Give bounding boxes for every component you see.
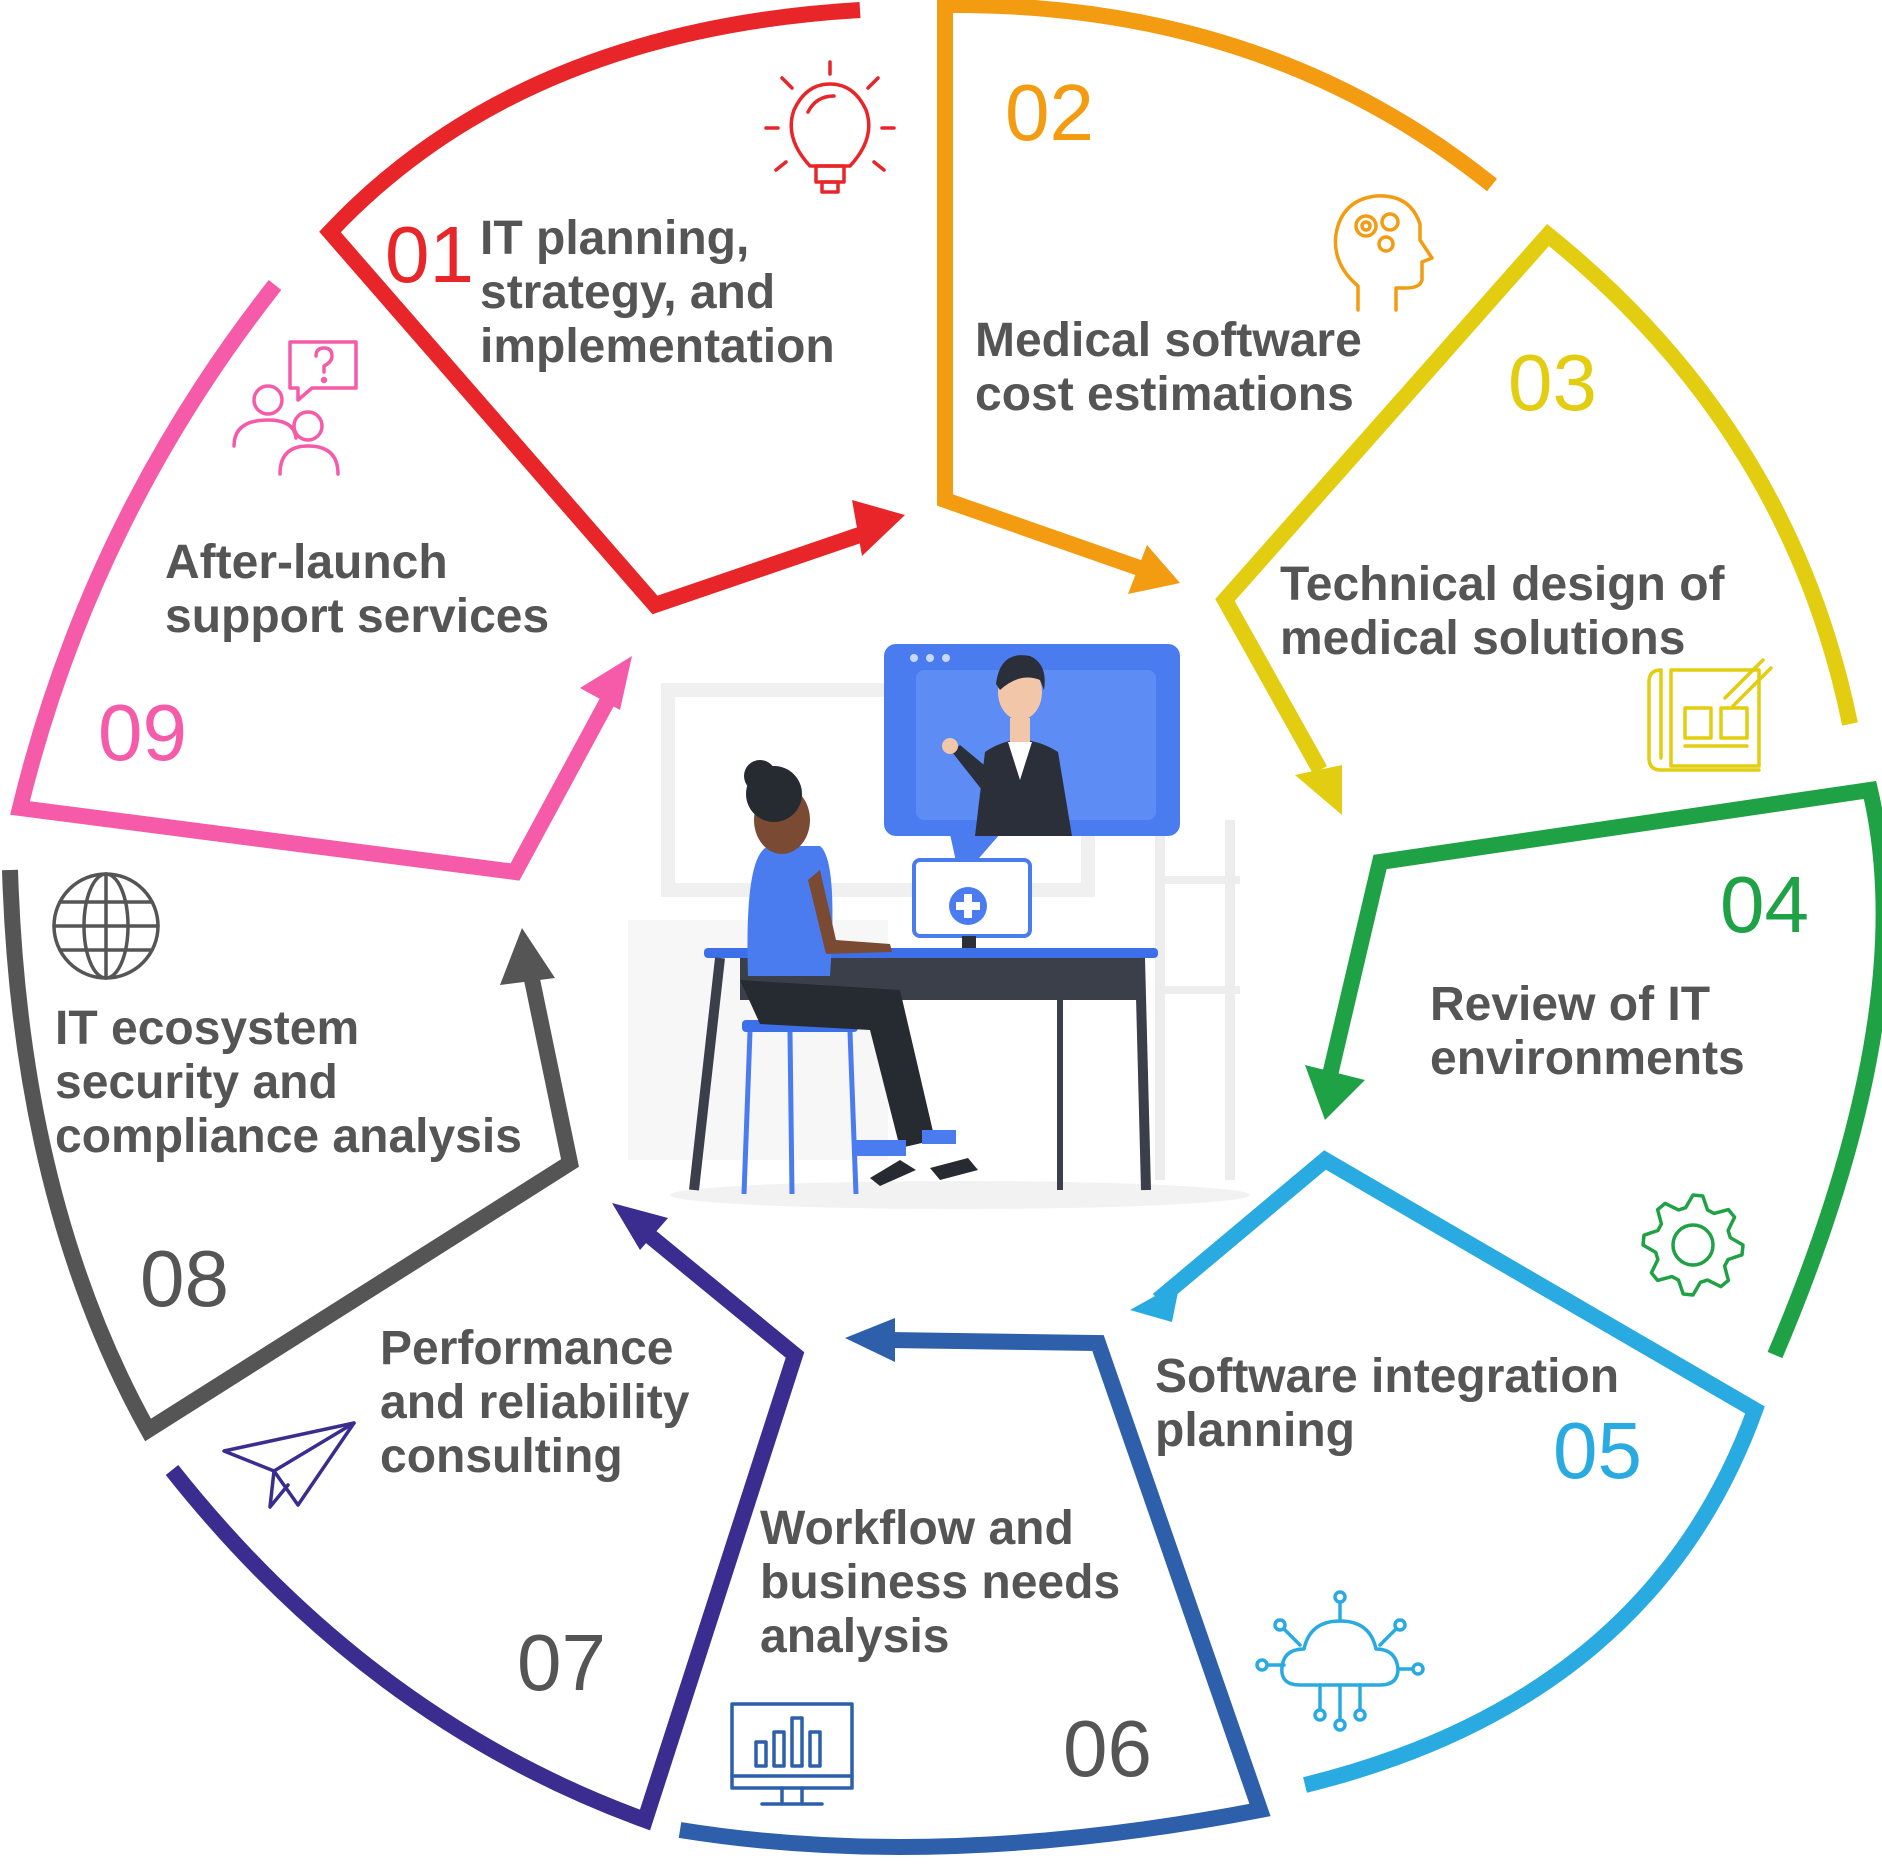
step-06-line-1: Workflow and xyxy=(760,1502,1074,1555)
step-02-label: Medical software cost estimations xyxy=(975,314,1375,421)
step-01-label: IT planning, strategy, and implementatio… xyxy=(480,212,835,373)
segment-05-arrow xyxy=(1152,1150,1765,1793)
step-04-label: Review of IT environments xyxy=(1430,978,1745,1085)
segment-08-arrow xyxy=(2,869,579,1442)
segment-02-arrowhead xyxy=(1128,545,1180,594)
step-02-line-2: cost estimations xyxy=(975,368,1354,421)
step-06-line-3: analysis xyxy=(760,1610,949,1663)
step-01-line-2: strategy, and xyxy=(480,266,775,319)
step-02-number: 02 xyxy=(1005,68,1094,157)
step-08-line-2: security and xyxy=(55,1056,338,1109)
paper-plane-icon xyxy=(222,1421,356,1509)
segment-05-arrowhead xyxy=(1130,1282,1180,1322)
step-numbers: 01 02 03 04 05 06 07 08 09 xyxy=(98,68,1809,1793)
step-03-line-1: Technical design of xyxy=(1280,558,1726,611)
step-09-number: 09 xyxy=(98,688,187,777)
step-08-number: 08 xyxy=(140,1234,229,1323)
step-01-line-1: IT planning, xyxy=(480,212,749,265)
step-05-label: Software integration planning xyxy=(1155,1350,1632,1457)
step-03-line-2: medical solutions xyxy=(1280,612,1685,665)
segment-04-arrow xyxy=(1322,781,1882,1359)
segment-08-arrowhead xyxy=(500,928,555,985)
segment-03-arrowhead xyxy=(1295,765,1342,815)
step-07-number: 07 xyxy=(517,1618,606,1707)
people-question-icon xyxy=(232,340,358,476)
segment-02-arrow xyxy=(937,0,1498,578)
step-03-label: Technical design of medical solutions xyxy=(1280,558,1738,665)
step-09-line-1: After-launch xyxy=(165,536,448,589)
segment-09-arrow xyxy=(10,280,616,881)
monitor-chart-icon xyxy=(730,1702,854,1806)
cloud-network-icon xyxy=(1255,1590,1425,1732)
lightbulb-icon xyxy=(764,60,896,194)
step-01-number: 01 xyxy=(385,210,474,299)
blueprint-icon xyxy=(1647,658,1773,772)
step-07-label: Performance and reliability consulting xyxy=(380,1322,703,1483)
step-09-label: After-launch support services xyxy=(165,536,549,643)
step-05-line-1: Software integration xyxy=(1155,1350,1619,1403)
segment-07-arrow xyxy=(165,1225,805,1831)
segment-06-arrowhead xyxy=(845,1318,895,1362)
step-07-line-1: Performance xyxy=(380,1322,673,1375)
segment-03-arrow xyxy=(1215,223,1858,774)
step-02-line-1: Medical software xyxy=(975,314,1362,367)
step-06-line-2: business needs xyxy=(760,1556,1120,1609)
gear-icon xyxy=(1641,1193,1745,1297)
step-07-line-3: consulting xyxy=(380,1430,623,1483)
segment-09-arrowhead xyxy=(580,656,632,710)
head-gears-icon xyxy=(1333,194,1434,312)
globe-icon xyxy=(52,872,160,980)
step-01-line-3: implementation xyxy=(480,320,835,373)
step-08-line-1: IT ecosystem xyxy=(55,1002,359,1055)
step-08-line-3: compliance analysis xyxy=(55,1110,522,1163)
step-04-line-2: environments xyxy=(1430,1032,1745,1085)
segment-06-arrow xyxy=(678,1332,1271,1855)
step-labels: IT planning, strategy, and implementatio… xyxy=(55,212,1745,1663)
gear-outline xyxy=(1641,1193,1745,1297)
step-04-line-1: Review of IT xyxy=(1430,978,1710,1031)
center-illustration xyxy=(628,644,1250,1209)
step-03-number: 03 xyxy=(1508,338,1597,427)
step-07-line-2: and reliability xyxy=(380,1376,690,1429)
segment-04-arrowhead xyxy=(1305,1065,1365,1120)
step-06-number: 06 xyxy=(1063,1704,1152,1793)
step-05-line-2: planning xyxy=(1155,1404,1355,1457)
step-05-number: 05 xyxy=(1553,1406,1642,1495)
step-06-label: Workflow and business needs analysis xyxy=(760,1502,1133,1663)
step-04-number: 04 xyxy=(1720,860,1809,949)
step-08-label: IT ecosystem security and compliance ana… xyxy=(55,1002,522,1163)
segment-07-arrowhead xyxy=(612,1203,668,1250)
segment-01-arrowhead xyxy=(852,500,905,556)
segment-01-arrow xyxy=(319,2,883,615)
step-09-line-2: support services xyxy=(165,590,549,643)
